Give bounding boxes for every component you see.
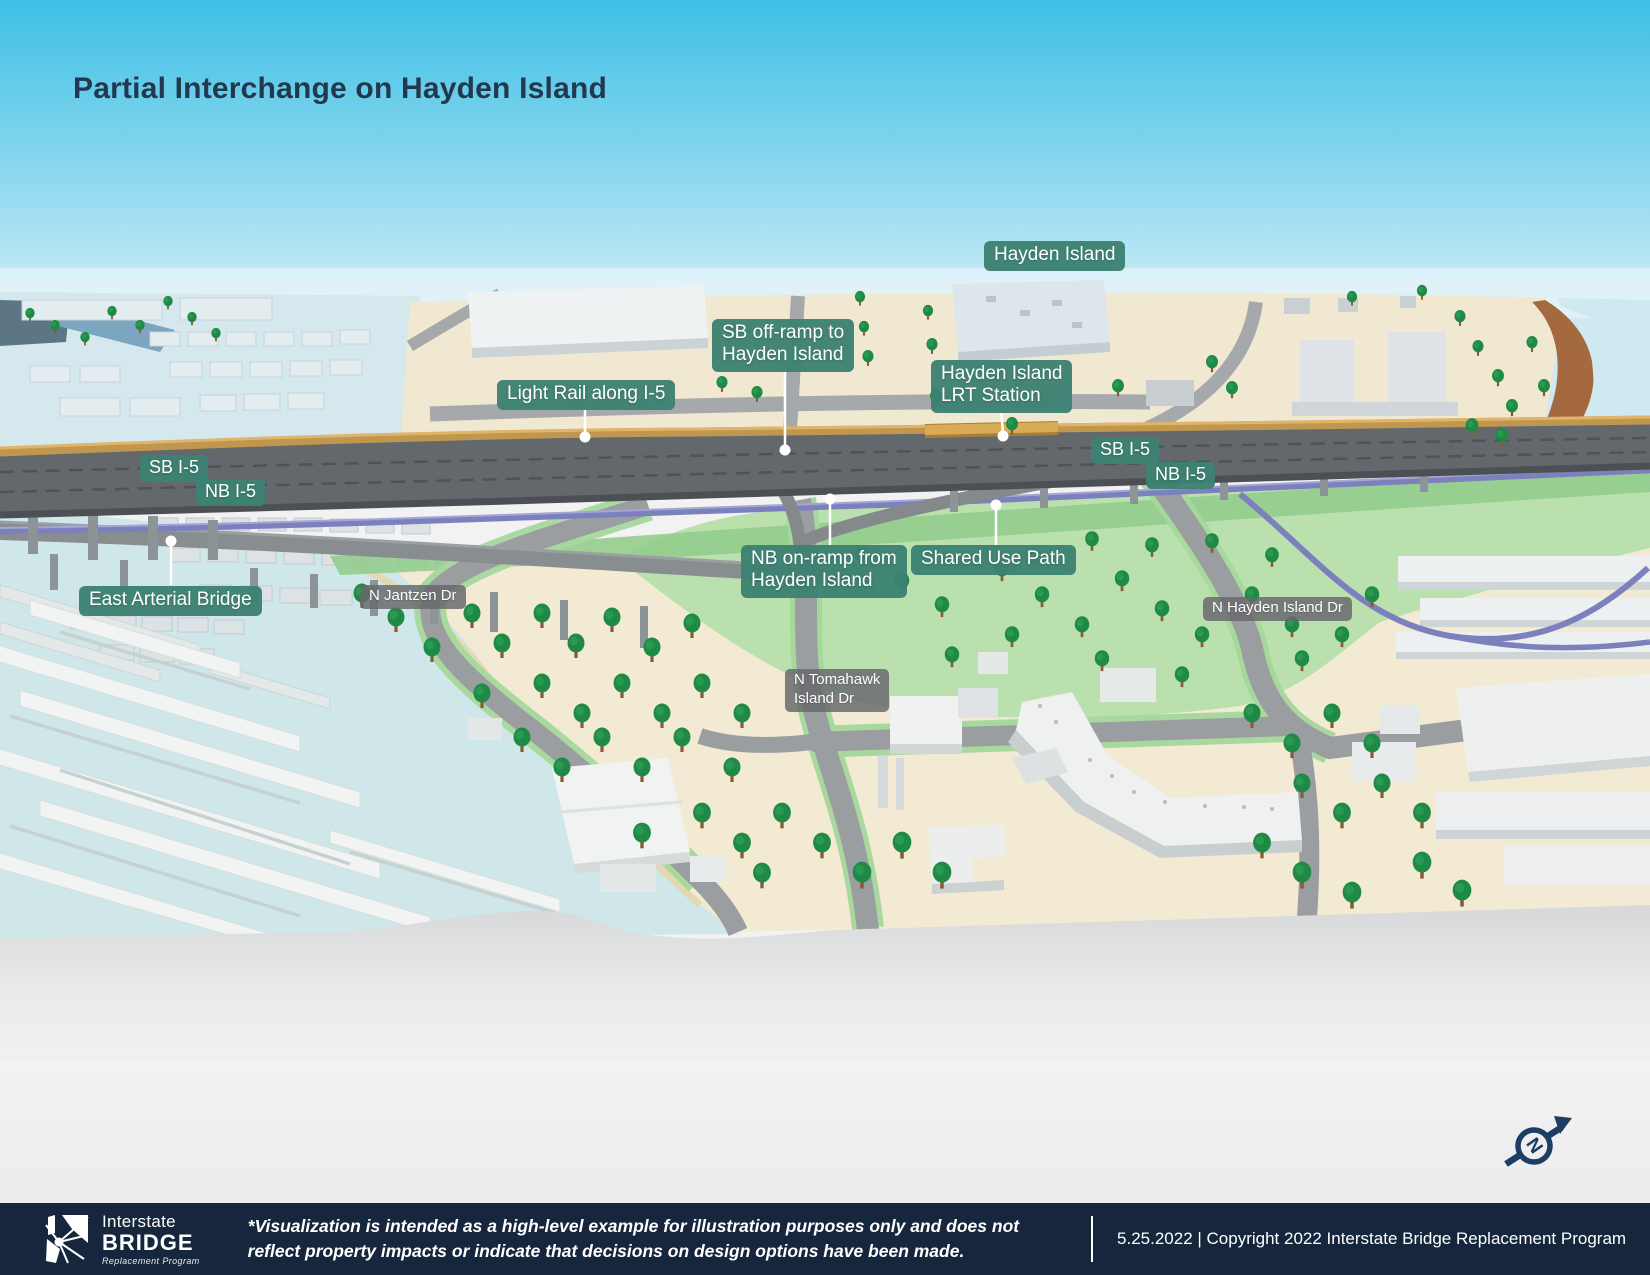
label-hayden-island: Hayden Island (984, 241, 1126, 272)
page-title: Partial Interchange on Hayden Island (73, 72, 608, 105)
label-east-arterial-bridge: East Arterial Bridge (79, 586, 262, 617)
compass-letter: N (1521, 1134, 1546, 1157)
north-arrow-icon: N (1504, 1116, 1572, 1167)
footer-divider (1091, 1216, 1094, 1262)
label-sb-offramp: SB off-ramp to Hayden Island (712, 319, 855, 372)
label-sb-i5-right: SB I-5 (1091, 437, 1160, 465)
logo-text-bridge: BRIDGE (102, 1229, 194, 1255)
logo-text-interstate: Interstate (102, 1211, 176, 1231)
leader-lines (169, 368, 1005, 585)
footer-date-copyright: 5.25.2022 | Copyright 2022 Interstate Br… (1117, 1229, 1627, 1248)
label-lrt-station: Hayden Island LRT Station (931, 360, 1073, 413)
label-shared-use-path: Shared Use Path (911, 545, 1076, 576)
program-logo: Interstate BRIDGE Replacement Program (42, 1213, 200, 1266)
label-light-rail: Light Rail along I-5 (497, 380, 676, 411)
leader-dots (165, 430, 1009, 547)
label-nb-i5-right: NB I-5 (1146, 462, 1216, 490)
footer-disclaimer: *Visualization is intended as a high-lev… (247, 1216, 1020, 1261)
label-nb-onramp: NB on-ramp from Hayden Island (741, 545, 907, 598)
label-n-jantzen-dr: N Jantzen Dr (360, 585, 466, 609)
label-n-tomahawk-island-dr: N Tomahawk Island Dr (785, 669, 890, 712)
label-sb-i5-left: SB I-5 (140, 455, 209, 483)
label-nb-i5-left: NB I-5 (196, 479, 266, 507)
logo-text-replacement-program: Replacement Program (102, 1255, 200, 1266)
label-n-hayden-island-dr: N Hayden Island Dr (1203, 597, 1352, 621)
footer-bar: Interstate BRIDGE Replacement Program *V… (0, 1203, 1650, 1275)
bridge-logo-icon (45, 1215, 89, 1264)
